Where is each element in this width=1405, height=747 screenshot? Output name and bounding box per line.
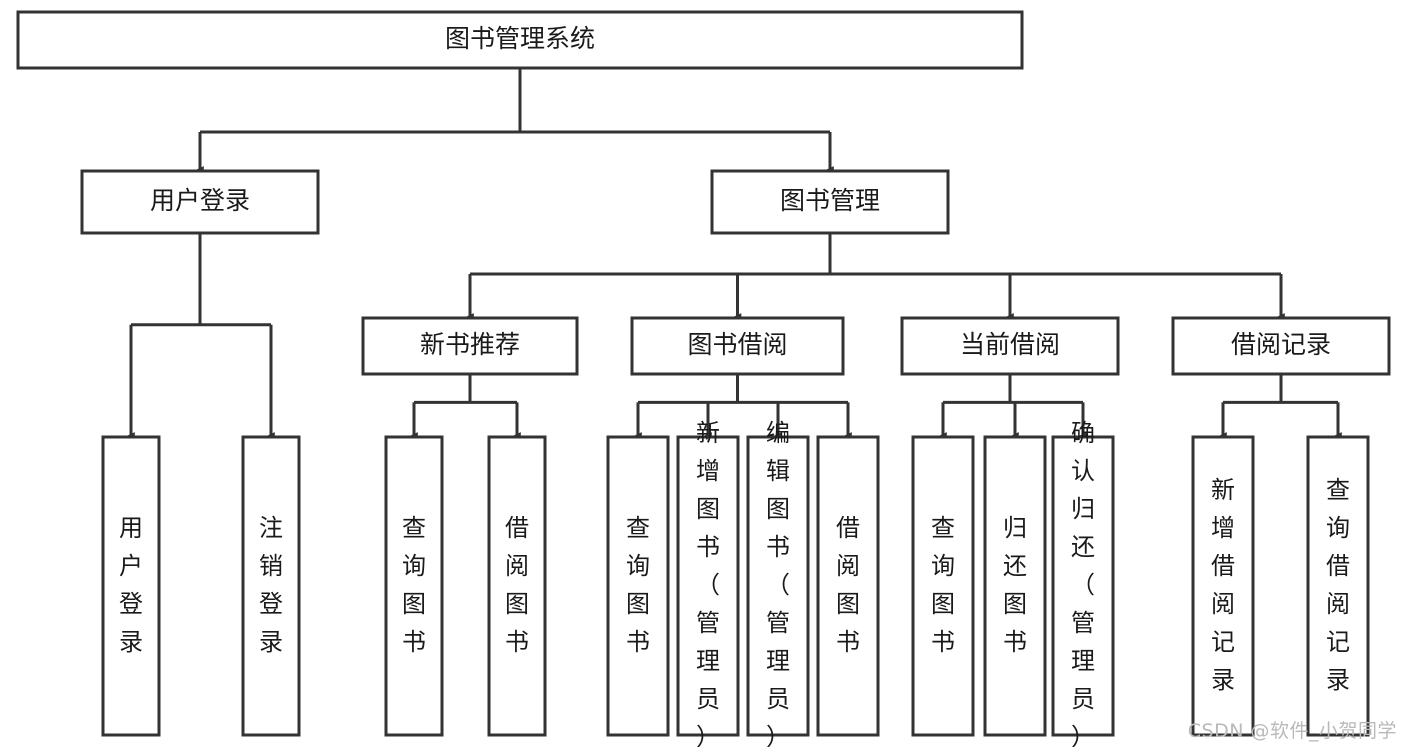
- node-label-leaf-return-book: 归还图书: [1003, 514, 1027, 656]
- node-box-book-manage: [710, 169, 950, 235]
- node-label-leaf-borrow-book-2: 借阅图书: [836, 514, 860, 656]
- node-leaf-borrow-book-1[interactable]: 借阅图书: [487, 435, 547, 737]
- node-label-leaf-add-record: 新增借阅记录: [1211, 476, 1235, 694]
- node-book-borrow[interactable]: 图书借阅: [630, 316, 845, 376]
- node-label-leaf-logout: 注销登录: [259, 514, 283, 656]
- node-leaf-edit-book[interactable]: 编辑图书（管理员）: [746, 419, 810, 747]
- node-borrow-record[interactable]: 借阅记录: [1171, 316, 1391, 376]
- node-label-book-manage: 图书管理: [780, 186, 880, 215]
- node-label-leaf-user-login: 用户登录: [119, 514, 143, 656]
- node-box-new-book-recommend: [361, 316, 579, 376]
- node-current-borrow[interactable]: 当前借阅: [900, 316, 1120, 376]
- node-leaf-query-book-3[interactable]: 查询图书: [911, 435, 975, 737]
- node-label-current-borrow: 当前借阅: [960, 330, 1060, 359]
- node-label-leaf-confirm-return: 确认归还（管理员）: [1071, 419, 1095, 747]
- node-box-leaf-query-record: [1306, 435, 1370, 737]
- node-leaf-borrow-book-2[interactable]: 借阅图书: [816, 435, 880, 737]
- node-leaf-add-book[interactable]: 新增图书（管理员）: [676, 419, 740, 747]
- node-book-manage[interactable]: 图书管理: [710, 169, 950, 235]
- node-label-leaf-edit-book: 编辑图书（管理员）: [766, 419, 790, 747]
- node-box-leaf-logout: [241, 435, 301, 737]
- node-leaf-logout[interactable]: 注销登录: [241, 435, 301, 737]
- node-box-leaf-edit-book: [746, 435, 810, 737]
- node-box-user-login: [80, 169, 320, 235]
- node-box-leaf-confirm-return: [1051, 435, 1115, 737]
- node-box-book-borrow: [630, 316, 845, 376]
- node-box-leaf-borrow-book-2: [816, 435, 880, 737]
- node-label-new-book-recommend: 新书推荐: [420, 330, 520, 359]
- connector-layer: [126, 68, 1342, 440]
- node-leaf-query-book-1[interactable]: 查询图书: [384, 435, 444, 737]
- node-label-leaf-borrow-book-1: 借阅图书: [505, 514, 529, 656]
- node-label-leaf-query-book-3: 查询图书: [931, 514, 955, 656]
- node-label-leaf-add-book: 新增图书（管理员）: [696, 419, 720, 747]
- node-leaf-query-record[interactable]: 查询借阅记录: [1306, 435, 1370, 737]
- node-box-leaf-query-book-1: [384, 435, 444, 737]
- node-leaf-confirm-return[interactable]: 确认归还（管理员）: [1051, 419, 1115, 747]
- node-box-current-borrow: [900, 316, 1120, 376]
- node-label-leaf-query-record: 查询借阅记录: [1326, 476, 1350, 694]
- node-box-leaf-query-book-3: [911, 435, 975, 737]
- node-leaf-query-book-2[interactable]: 查询图书: [606, 435, 670, 737]
- node-box-root: [16, 10, 1024, 70]
- node-label-book-borrow: 图书借阅: [687, 330, 787, 359]
- node-layer: 图书管理系统用户登录图书管理新书推荐图书借阅当前借阅借阅记录用户登录注销登录查询…: [16, 10, 1391, 747]
- node-box-leaf-add-book: [676, 435, 740, 737]
- node-label-leaf-query-book-1: 查询图书: [402, 514, 426, 656]
- node-label-user-login: 用户登录: [150, 186, 250, 215]
- node-box-borrow-record: [1171, 316, 1391, 376]
- node-leaf-user-login[interactable]: 用户登录: [101, 435, 161, 737]
- node-box-leaf-add-record: [1191, 435, 1255, 737]
- node-new-book-recommend[interactable]: 新书推荐: [361, 316, 579, 376]
- node-root[interactable]: 图书管理系统: [16, 10, 1024, 70]
- node-box-leaf-query-book-2: [606, 435, 670, 737]
- node-label-leaf-query-book-2: 查询图书: [626, 514, 650, 656]
- watermark-label: CSDN @软件_小贺同学: [1187, 720, 1397, 742]
- node-box-leaf-user-login: [101, 435, 161, 737]
- node-leaf-add-record[interactable]: 新增借阅记录: [1191, 435, 1255, 737]
- node-box-leaf-return-book: [983, 435, 1047, 737]
- node-leaf-return-book[interactable]: 归还图书: [983, 435, 1047, 737]
- node-label-borrow-record: 借阅记录: [1231, 330, 1331, 359]
- node-box-leaf-borrow-book-1: [487, 435, 547, 737]
- node-user-login[interactable]: 用户登录: [80, 169, 320, 235]
- node-label-root: 图书管理系统: [445, 24, 595, 53]
